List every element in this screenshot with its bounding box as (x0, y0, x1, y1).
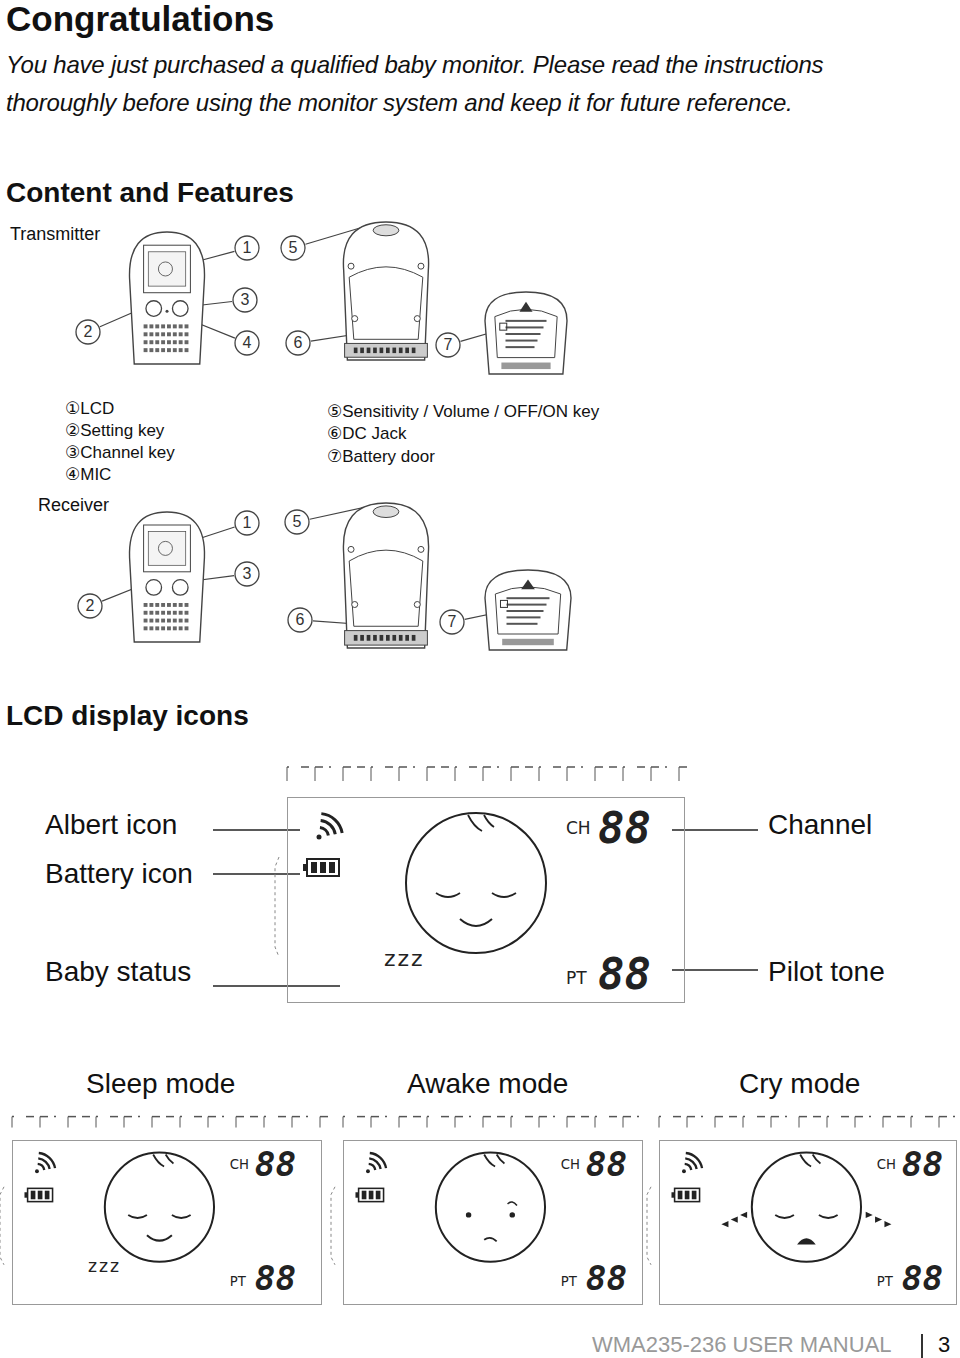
parts-list-item: ①LCD (65, 399, 114, 419)
parts-list-item: ⑤Sensitivity / Volume / OFF/ON key (327, 402, 599, 422)
callout-circle (288, 608, 312, 632)
device-heading: Transmitter (10, 224, 100, 246)
parts-list-item: ③Channel key (65, 443, 175, 463)
icon-label: Channel (768, 808, 872, 842)
callout-circle (76, 320, 100, 344)
callout-circle (235, 331, 259, 355)
parts-list-item: ⑥DC Jack (327, 424, 406, 444)
callout-number: 3 (233, 290, 257, 310)
page-title: Congratulations (6, 0, 274, 40)
parts-list-item: ②Setting key (65, 421, 164, 441)
icon-label: Baby status (45, 955, 191, 989)
footer-text: WMA235-236 USER MANUAL (592, 1332, 892, 1358)
leader-line (213, 985, 340, 987)
mode-caption: Sleep mode (86, 1067, 235, 1101)
lcd-digits: 88 (598, 952, 651, 996)
callout-circle (78, 594, 102, 618)
parts-list-item: ⑦Battery door (327, 447, 435, 467)
callout-number: 2 (78, 596, 102, 616)
device-front (130, 512, 205, 642)
callout-number: 2 (76, 322, 100, 342)
lcd-panel: CH88PT88zzz (287, 797, 685, 1003)
lcd-label: CH (877, 1158, 896, 1171)
lcd-label: PT (566, 970, 587, 987)
battery-door (485, 570, 571, 650)
callout-number: 3 (235, 564, 259, 584)
callout-circle (440, 610, 464, 634)
callout-number: 7 (440, 612, 464, 632)
lcd-digits: 88 (586, 1261, 627, 1295)
icon-label: Pilot tone (768, 955, 885, 989)
mode-caption: Cry mode (739, 1067, 860, 1101)
callout-circle (281, 236, 305, 260)
intro-text: You have just purchased a qualified baby… (6, 46, 936, 122)
callout-circle (233, 288, 257, 312)
callout-circle (235, 236, 259, 260)
page-number: 3 (938, 1332, 950, 1358)
lcd-digits: 88 (598, 806, 651, 850)
lcd-graphics (0, 1117, 328, 1265)
callout-number: 6 (286, 333, 310, 353)
lcd-digits: 88 (255, 1147, 296, 1181)
callout-circle (436, 333, 460, 357)
lcd-graphics (331, 1117, 639, 1265)
lcd-graphics (647, 1117, 955, 1265)
section-heading: LCD display icons (6, 699, 249, 733)
callout-number: 1 (235, 513, 259, 533)
callout-circle (235, 562, 259, 586)
lcd-label: CH (566, 820, 591, 837)
lcd-label: CH (230, 1158, 249, 1171)
lcd-label: PT (877, 1275, 893, 1288)
lcd-digits: 88 (902, 1147, 943, 1181)
callout-circle (235, 511, 259, 535)
section-heading: Content and Features (6, 176, 294, 210)
callout-number: 4 (235, 333, 259, 353)
device-front (130, 232, 205, 364)
callout-number: 5 (281, 238, 305, 258)
icon-label: Albert icon (45, 808, 177, 842)
callout-number: 5 (285, 512, 309, 532)
lcd-digits: 88 (586, 1147, 627, 1181)
device-back (343, 503, 428, 648)
sleep-symbol: zzz (384, 948, 425, 970)
lcd-panel: CH88PT88 (343, 1140, 643, 1305)
lcd-label: PT (230, 1275, 246, 1288)
footer-divider (921, 1334, 923, 1358)
lcd-panel: CH88PT88zzz (12, 1140, 322, 1305)
device-back (343, 222, 428, 360)
lcd-digits: 88 (902, 1261, 943, 1295)
device-heading: Receiver (38, 495, 109, 517)
callout-number: 7 (436, 335, 460, 355)
callout-number: 6 (288, 610, 312, 630)
callout-number: 1 (235, 238, 259, 258)
sleep-symbol: zzz (88, 1258, 121, 1275)
callout-circle (285, 510, 309, 534)
lcd-digits: 88 (255, 1261, 296, 1295)
lcd-panel: CH88PT88 (659, 1140, 957, 1305)
callout-circle (286, 331, 310, 355)
icon-label: Battery icon (45, 857, 193, 891)
battery-door (485, 292, 567, 374)
lcd-graphics (275, 767, 687, 957)
lcd-label: PT (561, 1275, 577, 1288)
mode-caption: Awake mode (407, 1067, 568, 1101)
parts-list-item: ④MIC (65, 465, 111, 485)
lcd-label: CH (561, 1158, 580, 1171)
